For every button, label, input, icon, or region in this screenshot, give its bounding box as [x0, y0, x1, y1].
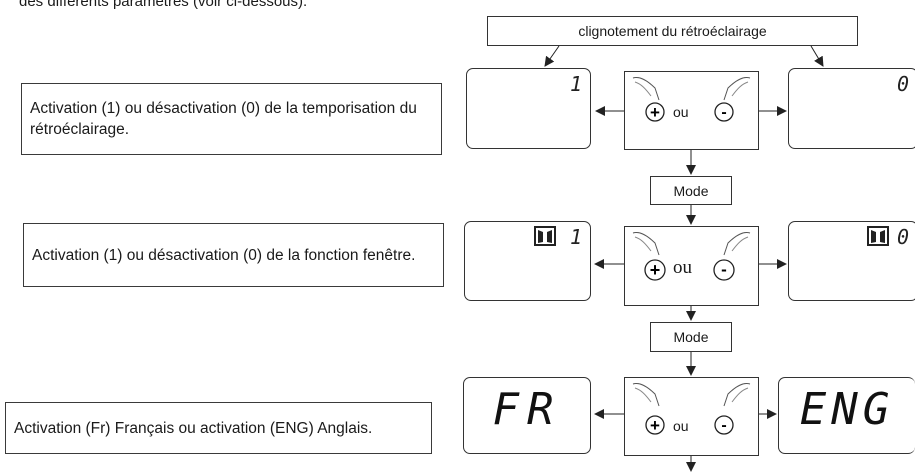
ou-label: ou	[673, 257, 692, 278]
minus-button	[714, 102, 734, 122]
svg-text:+: +	[650, 103, 660, 122]
mode-box-2: Mode	[650, 322, 732, 352]
control-box-row-1: + - ou	[624, 71, 759, 150]
description-row-2: Activation (1) ou désactivation (0) de l…	[23, 223, 444, 287]
hand-pointing-icon: + -	[632, 383, 751, 435]
lcd-left-row-2: 1	[464, 221, 591, 301]
intro-text: des différents paramètres (voir ci-desso…	[19, 0, 308, 10]
minus-button	[713, 259, 735, 281]
window-icon	[867, 226, 889, 246]
lcd-value: 0	[896, 72, 909, 96]
ou-label: ou	[673, 104, 689, 120]
mode-label: Mode	[673, 329, 709, 345]
mode-label: Mode	[673, 182, 709, 199]
header-label: clignotement du rétroéclairage	[578, 23, 767, 39]
lcd-value: ENG	[799, 384, 895, 435]
lcd-right-row-2: 0	[788, 221, 915, 301]
hand-pointing-icon: + -	[632, 77, 751, 122]
description-row-1: Activation (1) ou désactivation (0) de l…	[21, 83, 442, 155]
description-text: Activation (1) ou désactivation (0) de l…	[30, 100, 417, 138]
window-icon	[534, 226, 556, 246]
svg-text:-: -	[721, 260, 727, 279]
lcd-value: 1	[569, 225, 582, 249]
svg-text:+: +	[650, 260, 661, 280]
header-box: clignotement du rétroéclairage	[487, 16, 858, 46]
plus-button	[645, 415, 665, 435]
description-text: Activation (Fr) Français ou activation (…	[14, 419, 373, 437]
control-box-row-2: + - ou	[624, 226, 759, 306]
lcd-value: FR	[492, 384, 562, 435]
lcd-left-row-1: 1	[466, 68, 591, 149]
lcd-left-row-3: FR	[463, 377, 591, 454]
minus-button	[714, 415, 734, 435]
description-text: Activation (1) ou désactivation (0) de l…	[32, 246, 416, 264]
control-box-row-3: + - ou	[624, 377, 759, 456]
lcd-right-row-3: ENG	[778, 377, 915, 454]
description-row-3: Activation (Fr) Français ou activation (…	[5, 402, 432, 454]
lcd-value: 0	[896, 225, 909, 249]
svg-text:-: -	[721, 417, 726, 434]
plus-button	[645, 102, 665, 122]
lcd-value: 1	[569, 72, 582, 96]
svg-text:+: +	[650, 416, 660, 435]
ou-label: ou	[673, 418, 689, 434]
lcd-right-row-1: 0	[788, 68, 915, 149]
hand-pointing-icon: + -	[632, 232, 751, 281]
svg-text:-: -	[721, 104, 726, 121]
mode-box-1: Mode	[650, 176, 732, 205]
plus-button	[644, 259, 666, 281]
